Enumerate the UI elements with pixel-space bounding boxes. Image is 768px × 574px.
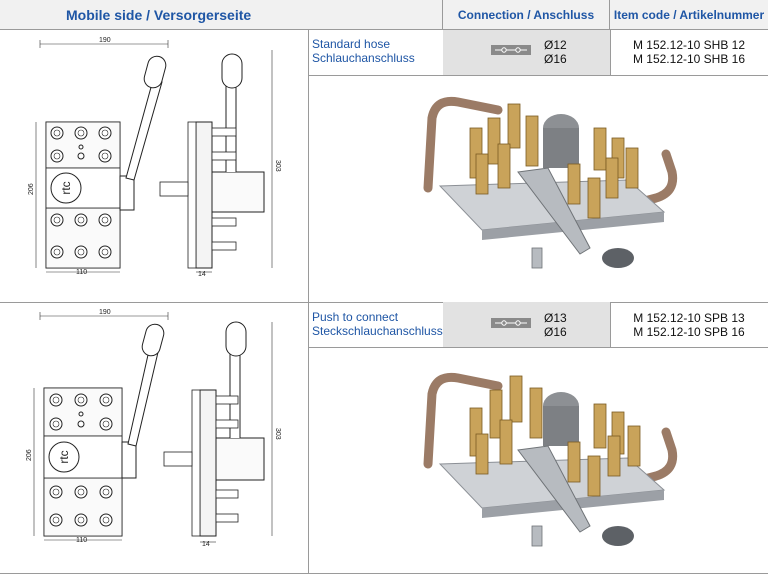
diameter-list: Ø12 Ø16 bbox=[544, 38, 567, 66]
column-header-connection: Connection / Anschluss bbox=[443, 0, 610, 30]
item-code: M 152.12-10 SPB 16 bbox=[633, 325, 745, 339]
column-header-item-code: Item code / Artikelnummer bbox=[610, 0, 768, 30]
type-english: Push to connect bbox=[312, 310, 399, 324]
grid-divider bbox=[610, 30, 611, 75]
diameter-value: Ø16 bbox=[544, 52, 567, 66]
item-code-list: M 152.12-10 SHB 12 M 152.12-10 SHB 16 bbox=[612, 38, 766, 66]
connection-type-label: Standard hose Schlauchanschluss bbox=[312, 37, 415, 65]
diameter-value: Ø16 bbox=[544, 325, 567, 339]
item-code: M 152.12-10 SPB 13 bbox=[633, 311, 745, 325]
logo-text: rtc bbox=[57, 450, 71, 463]
diameter-list: Ø13 Ø16 bbox=[544, 311, 567, 339]
connection-symbol-icon bbox=[491, 45, 531, 55]
dimension-label: 206 bbox=[26, 449, 33, 461]
type-german: Schlauchanschluss bbox=[312, 51, 415, 65]
dimension-label: 190 bbox=[99, 309, 111, 316]
table-title: Mobile side / Versorgerseite bbox=[0, 0, 443, 30]
row-divider bbox=[308, 347, 768, 348]
connection-symbol-icon bbox=[491, 318, 531, 328]
item-code: M 152.12-10 SHB 12 bbox=[632, 38, 746, 52]
product-image bbox=[423, 372, 678, 547]
dimension-label: 110 bbox=[76, 269, 87, 276]
item-code: M 152.12-10 SHB 16 bbox=[632, 52, 746, 66]
row-divider bbox=[308, 75, 768, 76]
product-image bbox=[423, 96, 678, 269]
dimension-label: 206 bbox=[28, 183, 35, 195]
type-english: Standard hose bbox=[312, 37, 391, 51]
diameter-value: Ø13 bbox=[544, 311, 567, 325]
item-code-list: M 152.12-10 SPB 13 M 152.12-10 SPB 16 bbox=[612, 311, 766, 339]
grid-divider bbox=[610, 302, 611, 347]
technical-drawing: 190 rtc bbox=[28, 37, 281, 278]
dimension-label: 190 bbox=[99, 37, 111, 44]
dimension-label: 110 bbox=[76, 537, 87, 544]
row-divider bbox=[0, 302, 768, 303]
dimension-label: 303 bbox=[274, 160, 281, 172]
dimension-label: 303 bbox=[274, 428, 281, 440]
type-german: Steckschlauchanschluss bbox=[312, 324, 443, 338]
connection-type-label: Push to connect Steckschlauchanschluss bbox=[312, 310, 443, 338]
dimension-label: 14 bbox=[198, 271, 206, 278]
logo-text: rtc bbox=[59, 181, 73, 194]
diameter-value: Ø12 bbox=[544, 38, 567, 52]
technical-drawing: 190 rtc 206 bbox=[26, 309, 281, 548]
dimension-label: 14 bbox=[202, 541, 210, 548]
